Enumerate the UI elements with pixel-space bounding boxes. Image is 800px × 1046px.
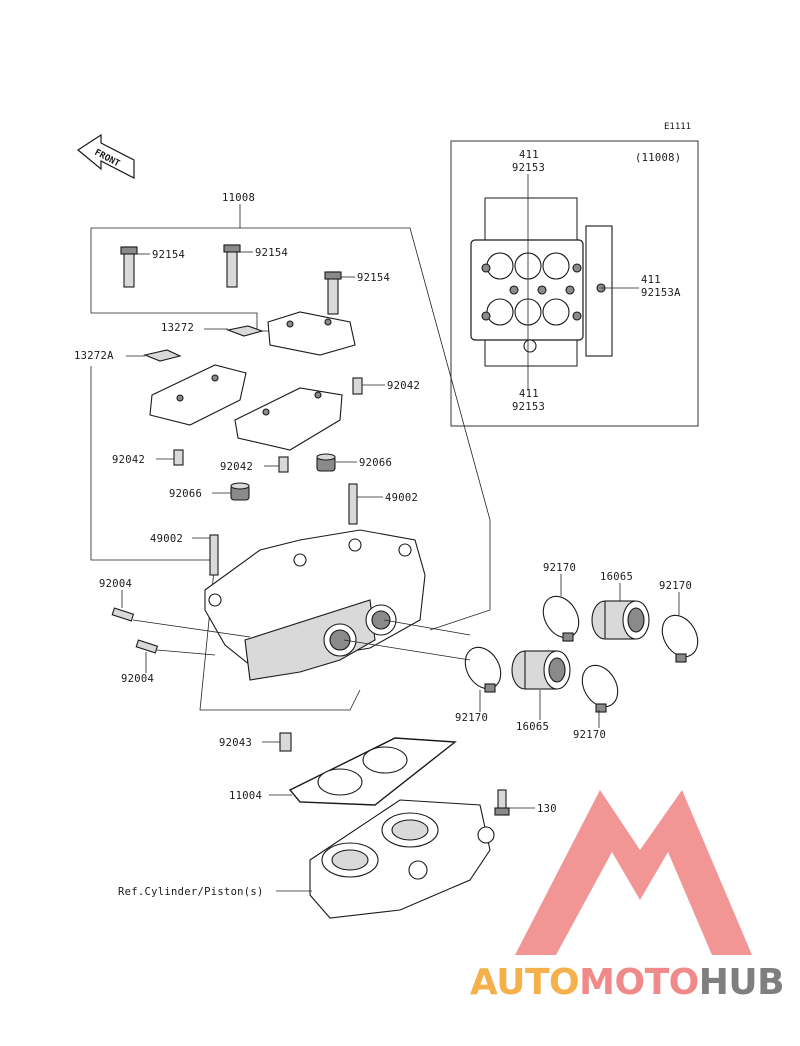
watermark-hub: HUB xyxy=(699,962,784,1003)
head-gasket-11004 xyxy=(288,737,457,806)
label-seal-left: 92066 xyxy=(169,488,202,500)
label-stud-top: 92004 xyxy=(99,578,132,590)
inset-right-callout-1: 411 xyxy=(641,274,661,286)
label-plate-mid: 13272 xyxy=(161,322,194,334)
label-holder-top: 16065 xyxy=(600,571,633,583)
stud-92004-top xyxy=(111,607,135,622)
stud-92004-bottom xyxy=(135,639,159,654)
watermark-moto: MOTO xyxy=(579,962,699,1003)
camshaft-cap-left xyxy=(149,364,247,426)
inset-top-callout-2: 92153 xyxy=(512,162,545,174)
cylinder-head-top-view xyxy=(470,174,639,390)
clamp-92170-bottom-left xyxy=(464,646,502,693)
automotohub-logo-icon xyxy=(515,790,752,955)
cylinder-head xyxy=(204,529,426,681)
dowel-92042-mid xyxy=(278,456,289,473)
clamp-92170-top-right xyxy=(661,614,699,663)
holder-16065-top xyxy=(591,600,650,640)
bolt-92154-mid xyxy=(223,244,241,288)
label-bolt-mid: 92154 xyxy=(255,247,288,259)
label-gasket: 11004 xyxy=(229,790,262,802)
label-holder-bottom: 16065 xyxy=(516,721,549,733)
guide-49002-left xyxy=(209,534,219,576)
bolt-92154-left xyxy=(120,246,138,288)
label-clamp-top-left: 92170 xyxy=(543,562,576,574)
label-plate-left: 13272A xyxy=(74,350,114,362)
label-clamp-bottom-left: 92170 xyxy=(455,712,488,724)
dowel-92043 xyxy=(279,732,292,752)
label-cylinder-ref: Ref.Cylinder/Piston(s) xyxy=(118,886,264,898)
label-bolt-left: 92154 xyxy=(152,249,185,261)
label-bolt-right: 92154 xyxy=(357,272,390,284)
label-dowel-left: 92042 xyxy=(112,454,145,466)
camshaft-cap-right xyxy=(267,311,356,356)
seal-92066-right xyxy=(316,453,336,472)
label-seal-right: 92066 xyxy=(359,457,392,469)
cylinder-block xyxy=(309,799,495,919)
inset-bottom-callout-1: 411 xyxy=(519,388,539,400)
clamp-92170-bottom-right xyxy=(581,664,619,713)
inset-box: (11008) 411 92153 411 92153A 411 92153 xyxy=(450,140,699,427)
camshaft-cap-mid xyxy=(234,387,343,451)
watermark-text: AUTOMOTOHUB xyxy=(470,962,784,1003)
label-clamp-bottom-right: 92170 xyxy=(573,729,606,741)
inset-right-callout-2: 92153A xyxy=(641,287,681,299)
seal-92066-left xyxy=(230,482,250,501)
clamp-92170-top-left xyxy=(542,595,580,642)
label-dowel-block: 92043 xyxy=(219,737,252,749)
plate-13272 xyxy=(226,325,264,337)
dowel-92042-right xyxy=(352,377,363,395)
label-dowel-mid: 92042 xyxy=(220,461,253,473)
inset-assembly-ref: (11008) xyxy=(635,152,681,164)
bolt-92154-right xyxy=(324,271,342,315)
label-stud-bottom: 92004 xyxy=(121,673,154,685)
assembly-frame xyxy=(90,204,294,332)
assembly-label: 11008 xyxy=(222,192,255,204)
front-arrow-icon: FRONT xyxy=(76,133,135,179)
plate-13272a xyxy=(143,349,182,362)
bolt-130 xyxy=(494,789,510,816)
label-guide-right: 49002 xyxy=(385,492,418,504)
dowel-92042-left xyxy=(173,449,184,466)
label-clamp-top-right: 92170 xyxy=(659,580,692,592)
label-guide-left: 49002 xyxy=(150,533,183,545)
inset-top-callout-1: 411 xyxy=(519,149,539,161)
guide-49002-right xyxy=(348,483,358,525)
label-dowel-right: 92042 xyxy=(387,380,420,392)
diagram-code: E1111 xyxy=(664,122,691,132)
holder-16065-bottom xyxy=(511,650,571,690)
watermark-auto: AUTO xyxy=(470,962,579,1003)
inset-bottom-callout-2: 92153 xyxy=(512,401,545,413)
label-block-bolt: 130 xyxy=(537,803,557,815)
